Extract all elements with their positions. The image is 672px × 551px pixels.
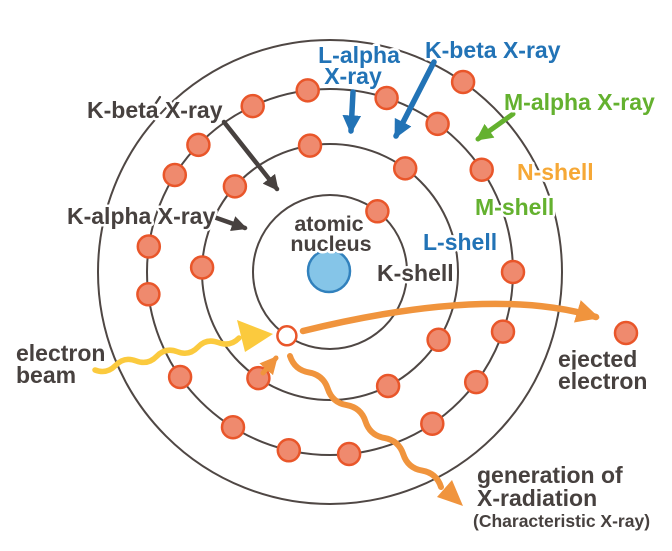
label-xray-generation-line3: (Characteristic X-ray) [473, 511, 650, 531]
label-atomic-nucleus-line2: nucleus [290, 232, 371, 256]
label-ejected-electron-line2: electron [558, 368, 647, 394]
electron-beam-wavy-arrow [92, 335, 242, 375]
n-shell-ring [97, 39, 563, 505]
electron-dot [220, 414, 246, 440]
ejected-electron-dot [613, 320, 639, 346]
label-k-beta-emission: K-beta X-ray [425, 37, 561, 63]
electron-vacancy [276, 325, 298, 347]
label-m-shell: M-shell [475, 194, 554, 220]
electron-dot [136, 234, 162, 259]
label-m-alpha-emission: M-alpha X-ray [504, 89, 655, 115]
label-xray-generation-line2: X-radiation [477, 485, 597, 511]
electron-dot [365, 199, 390, 224]
electron-dot [500, 259, 526, 285]
electron-dot [420, 411, 445, 436]
electron-dot [167, 364, 193, 390]
tick-mark [152, 95, 162, 108]
electron-dot [276, 438, 302, 463]
atom-shells-layer [97, 39, 563, 505]
k-alpha-transition-arrow [208, 213, 248, 232]
electron-dot [186, 132, 211, 158]
electron-dot [136, 282, 161, 307]
electron-dot [375, 373, 401, 399]
label-ejected-electron-line1: ejected [558, 346, 637, 372]
electron-dot [240, 93, 265, 119]
k-shell-ring [252, 194, 408, 350]
vacancy-fill-arrow [259, 355, 279, 376]
m-alpha-emission-arrow [475, 111, 516, 142]
electron-dot [297, 133, 323, 158]
x-radiation-arrowhead [437, 480, 463, 506]
label-l-shell: L-shell [423, 229, 497, 255]
label-k-alpha-transition: K-alpha X-ray [67, 203, 215, 229]
arrows-layer [92, 59, 600, 506]
electron-dot [426, 327, 451, 353]
label-l-alpha-emission-line1: L-alpha [318, 42, 400, 68]
electron-dot [490, 319, 516, 344]
label-electron-beam-line2: beam [16, 362, 76, 388]
label-xray-generation-line1: generation of [477, 462, 623, 488]
label-atomic-nucleus-line1: atomic [294, 212, 363, 236]
electron-beam-arrowhead [237, 320, 273, 352]
electron-dot [336, 441, 362, 467]
x-radiation-wavy-arrow [287, 353, 444, 490]
atomic-nucleus [306, 248, 352, 294]
electron-dot [392, 156, 418, 181]
electron-dot [222, 174, 248, 199]
l-alpha-emission-arrow [342, 89, 362, 135]
electron-dot [295, 78, 320, 103]
electron-dot [189, 255, 215, 280]
electron-dot [469, 157, 494, 182]
label-electron-beam-line1: electron [16, 340, 105, 366]
electron-dot [463, 369, 489, 395]
electron-dot [374, 85, 399, 111]
label-k-shell: K-shell [377, 260, 454, 286]
ejected-electron-path-arrow [299, 300, 600, 335]
electron-dot [450, 69, 476, 95]
labels-layer: K-beta X-ray K-alpha X-ray L-alpha X-ray… [14, 35, 658, 534]
electron-dot [162, 162, 188, 188]
label-l-alpha-emission-line2: X-ray [324, 63, 382, 89]
label-n-shell: N-shell [517, 159, 594, 185]
electron-dot [425, 111, 450, 137]
k-beta-emission-arrow [393, 59, 437, 139]
k-beta-transition-arrow [221, 119, 280, 192]
label-k-beta-transition: K-beta X-ray [87, 97, 223, 123]
